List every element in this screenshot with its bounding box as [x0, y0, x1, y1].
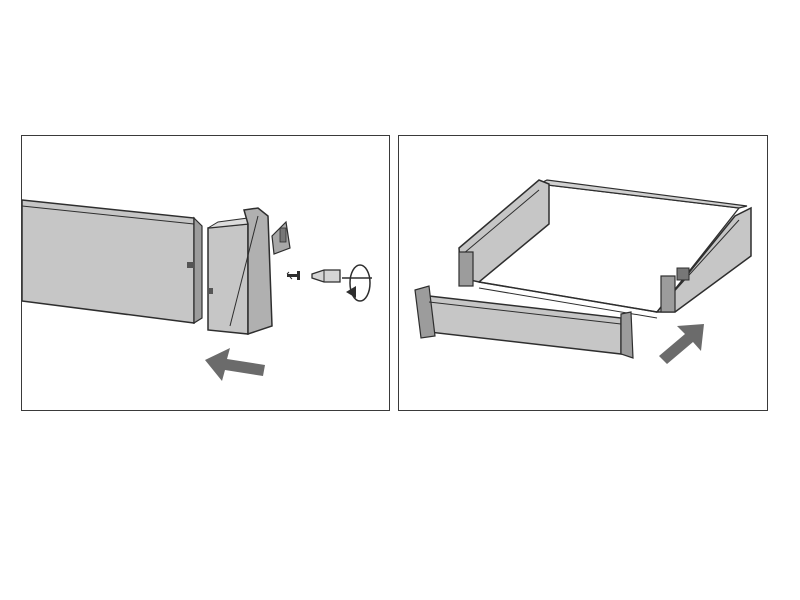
direction-arrow-icon — [659, 324, 704, 364]
step-1-illustration — [22, 199, 372, 381]
step-2-panel — [398, 135, 768, 411]
direction-arrow-icon — [205, 348, 265, 381]
drawer-side-panel — [22, 199, 203, 325]
step-1-panel — [21, 135, 390, 411]
screw-icon — [286, 271, 300, 280]
drawer-box — [458, 179, 752, 319]
screwdriver-bit-icon — [311, 269, 341, 283]
step-2-illustration — [414, 179, 752, 364]
front-bracket — [207, 207, 291, 336]
rotation-arrow-icon — [342, 264, 372, 302]
panel-latch — [187, 262, 194, 268]
drawer-front-panel — [414, 285, 634, 359]
